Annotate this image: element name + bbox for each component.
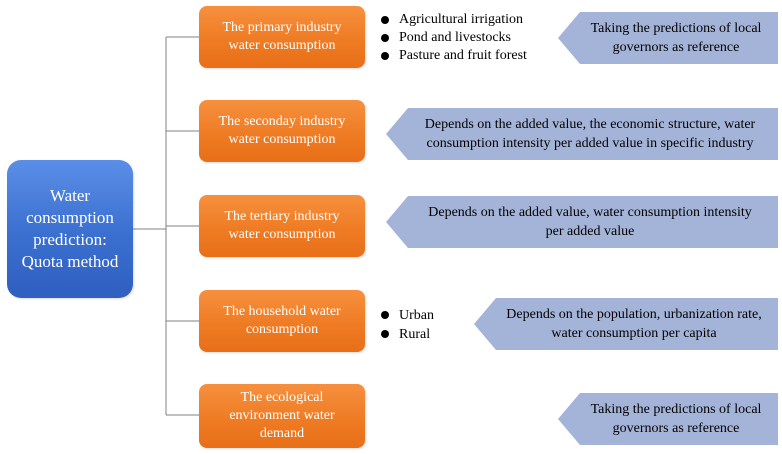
node-household: The household water consumption <box>199 290 365 352</box>
household-bullets: Urban Rural <box>381 306 434 344</box>
list-item: Pasture and fruit forest <box>381 47 527 65</box>
tag-tertiary-dependency: Depends on the added value, water consum… <box>386 196 778 248</box>
node-secondary-industry: The seconday industry water consumption <box>199 100 365 162</box>
primary-industry-bullets: Agricultural irrigation Pond and livesto… <box>381 11 527 65</box>
tag-household-dependency: Depends on the population, urbanization … <box>474 298 778 350</box>
root-box: Water consumption prediction: Quota meth… <box>7 160 133 298</box>
list-item: Urban <box>381 306 434 325</box>
node-primary-industry: The primary industry water consumption <box>199 6 365 68</box>
tag-primary-reference: Taking the predictions of local governor… <box>558 12 778 64</box>
list-item: Pond and livestocks <box>381 29 527 47</box>
node-tertiary-industry: The tertiary industry water consumption <box>199 195 365 257</box>
node-ecological: The ecological environment water demand <box>199 384 365 448</box>
tag-ecological-reference: Taking the predictions of local governor… <box>558 393 778 445</box>
tag-secondary-dependency: Depends on the added value, the economic… <box>386 108 778 160</box>
list-item: Agricultural irrigation <box>381 11 527 29</box>
list-item: Rural <box>381 325 434 344</box>
